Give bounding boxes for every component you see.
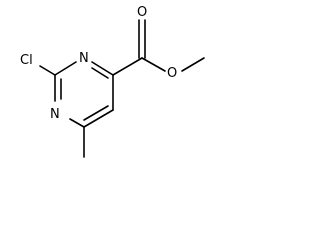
- bond-carbonyl-ester-o: [141, 57, 166, 72]
- bond-c2-n3: [54, 61, 77, 76]
- bond-c5-c6: [83, 109, 114, 128]
- bond-n3-c4: [91, 61, 114, 76]
- carbonyl-oxygen-label: O: [137, 5, 147, 20]
- bond-c5-c6-inner: [83, 105, 109, 121]
- structure-canvas: Cl N N O O: [20, 5, 205, 158]
- molecule-diagram: Cl N N O O: [20, 5, 205, 158]
- bond-c6-n1: [69, 118, 85, 128]
- bond-ester-o-methyl: [181, 57, 205, 72]
- bond-n3-c4-inner: [91, 67, 109, 79]
- ester-oxygen-label: O: [167, 66, 177, 81]
- bond-c2-cl: [39, 65, 56, 76]
- bond-c4-carbonyl: [112, 57, 143, 76]
- nitrogen-top-label: N: [79, 51, 89, 66]
- nitrogen-bottom-label: N: [50, 107, 60, 122]
- chlorine-label: Cl: [20, 53, 33, 68]
